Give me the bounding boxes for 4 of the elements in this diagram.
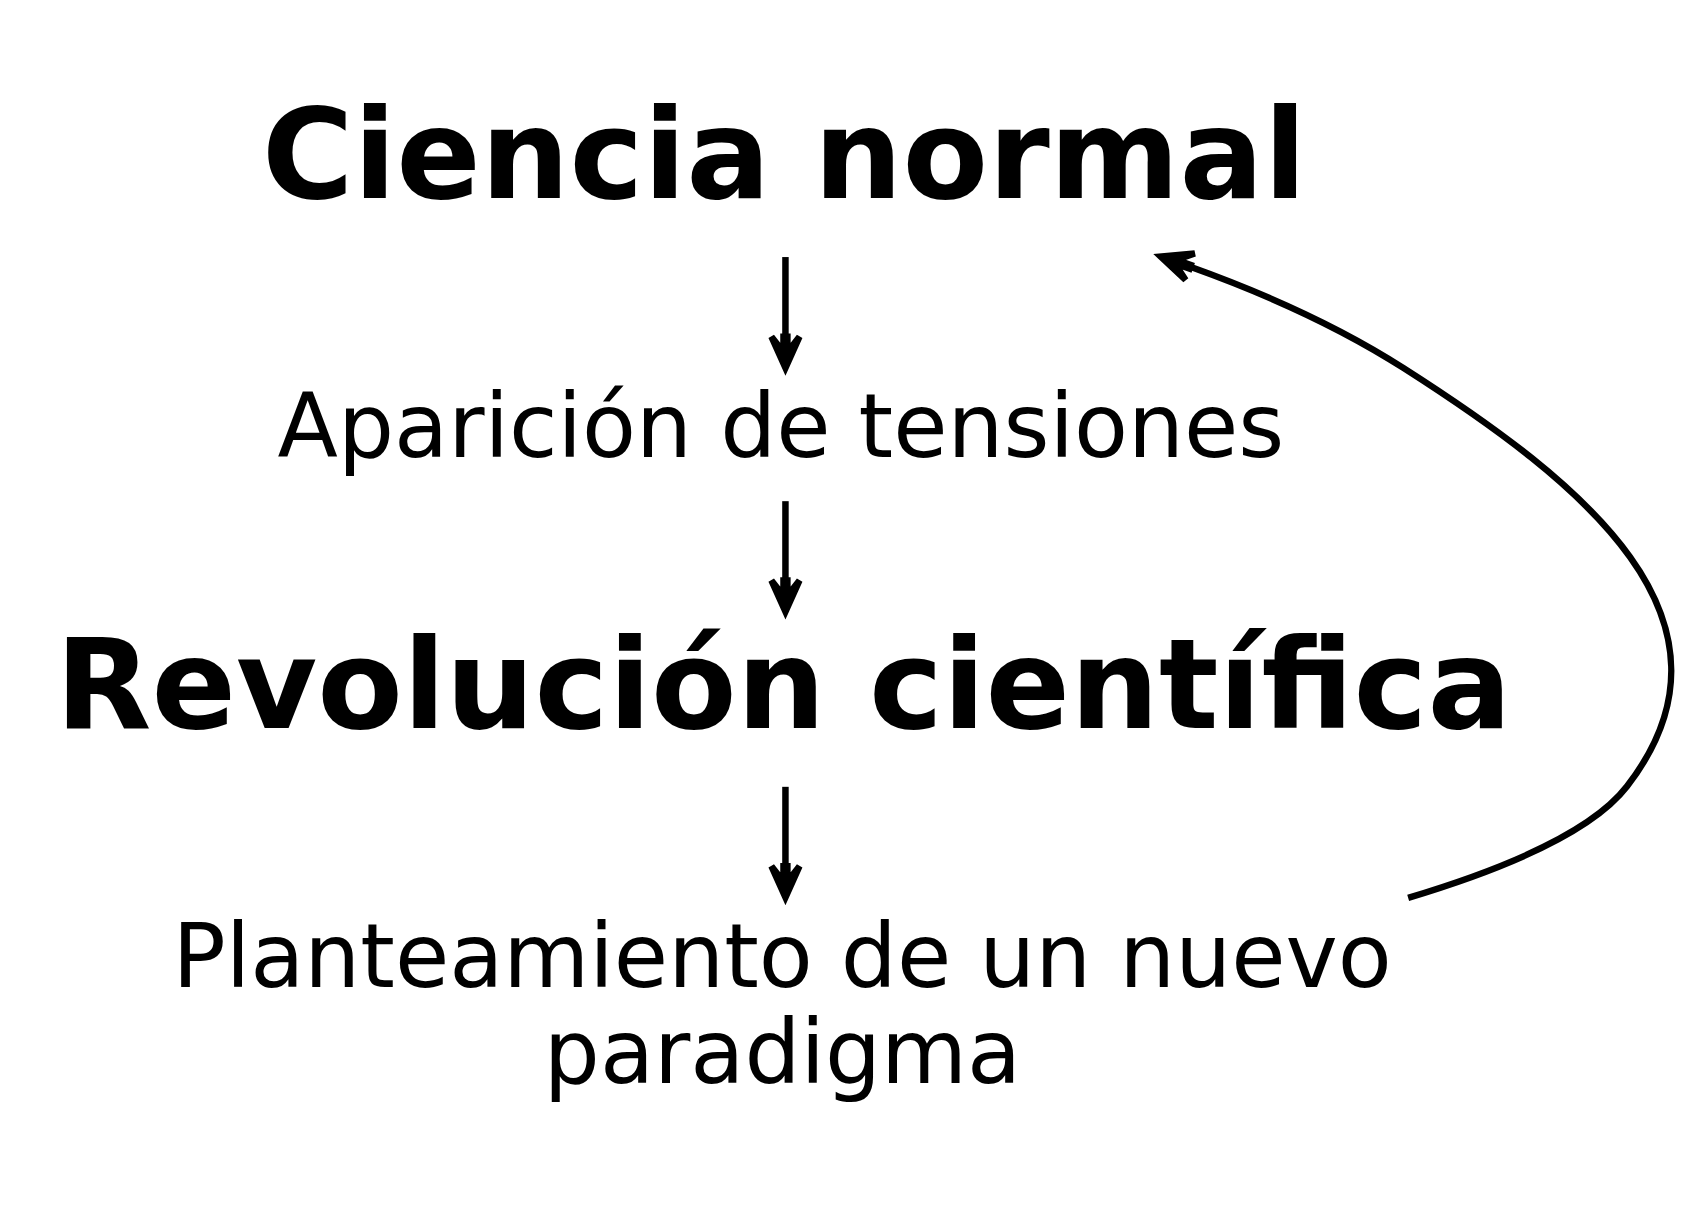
node-text: Aparición de tensiones — [277, 374, 1285, 478]
node-text: Revolución científica — [55, 611, 1512, 757]
node-text: Planteamiento de un nuevo paradigma — [172, 904, 1392, 1104]
node-text: Ciencia normal — [262, 81, 1307, 227]
